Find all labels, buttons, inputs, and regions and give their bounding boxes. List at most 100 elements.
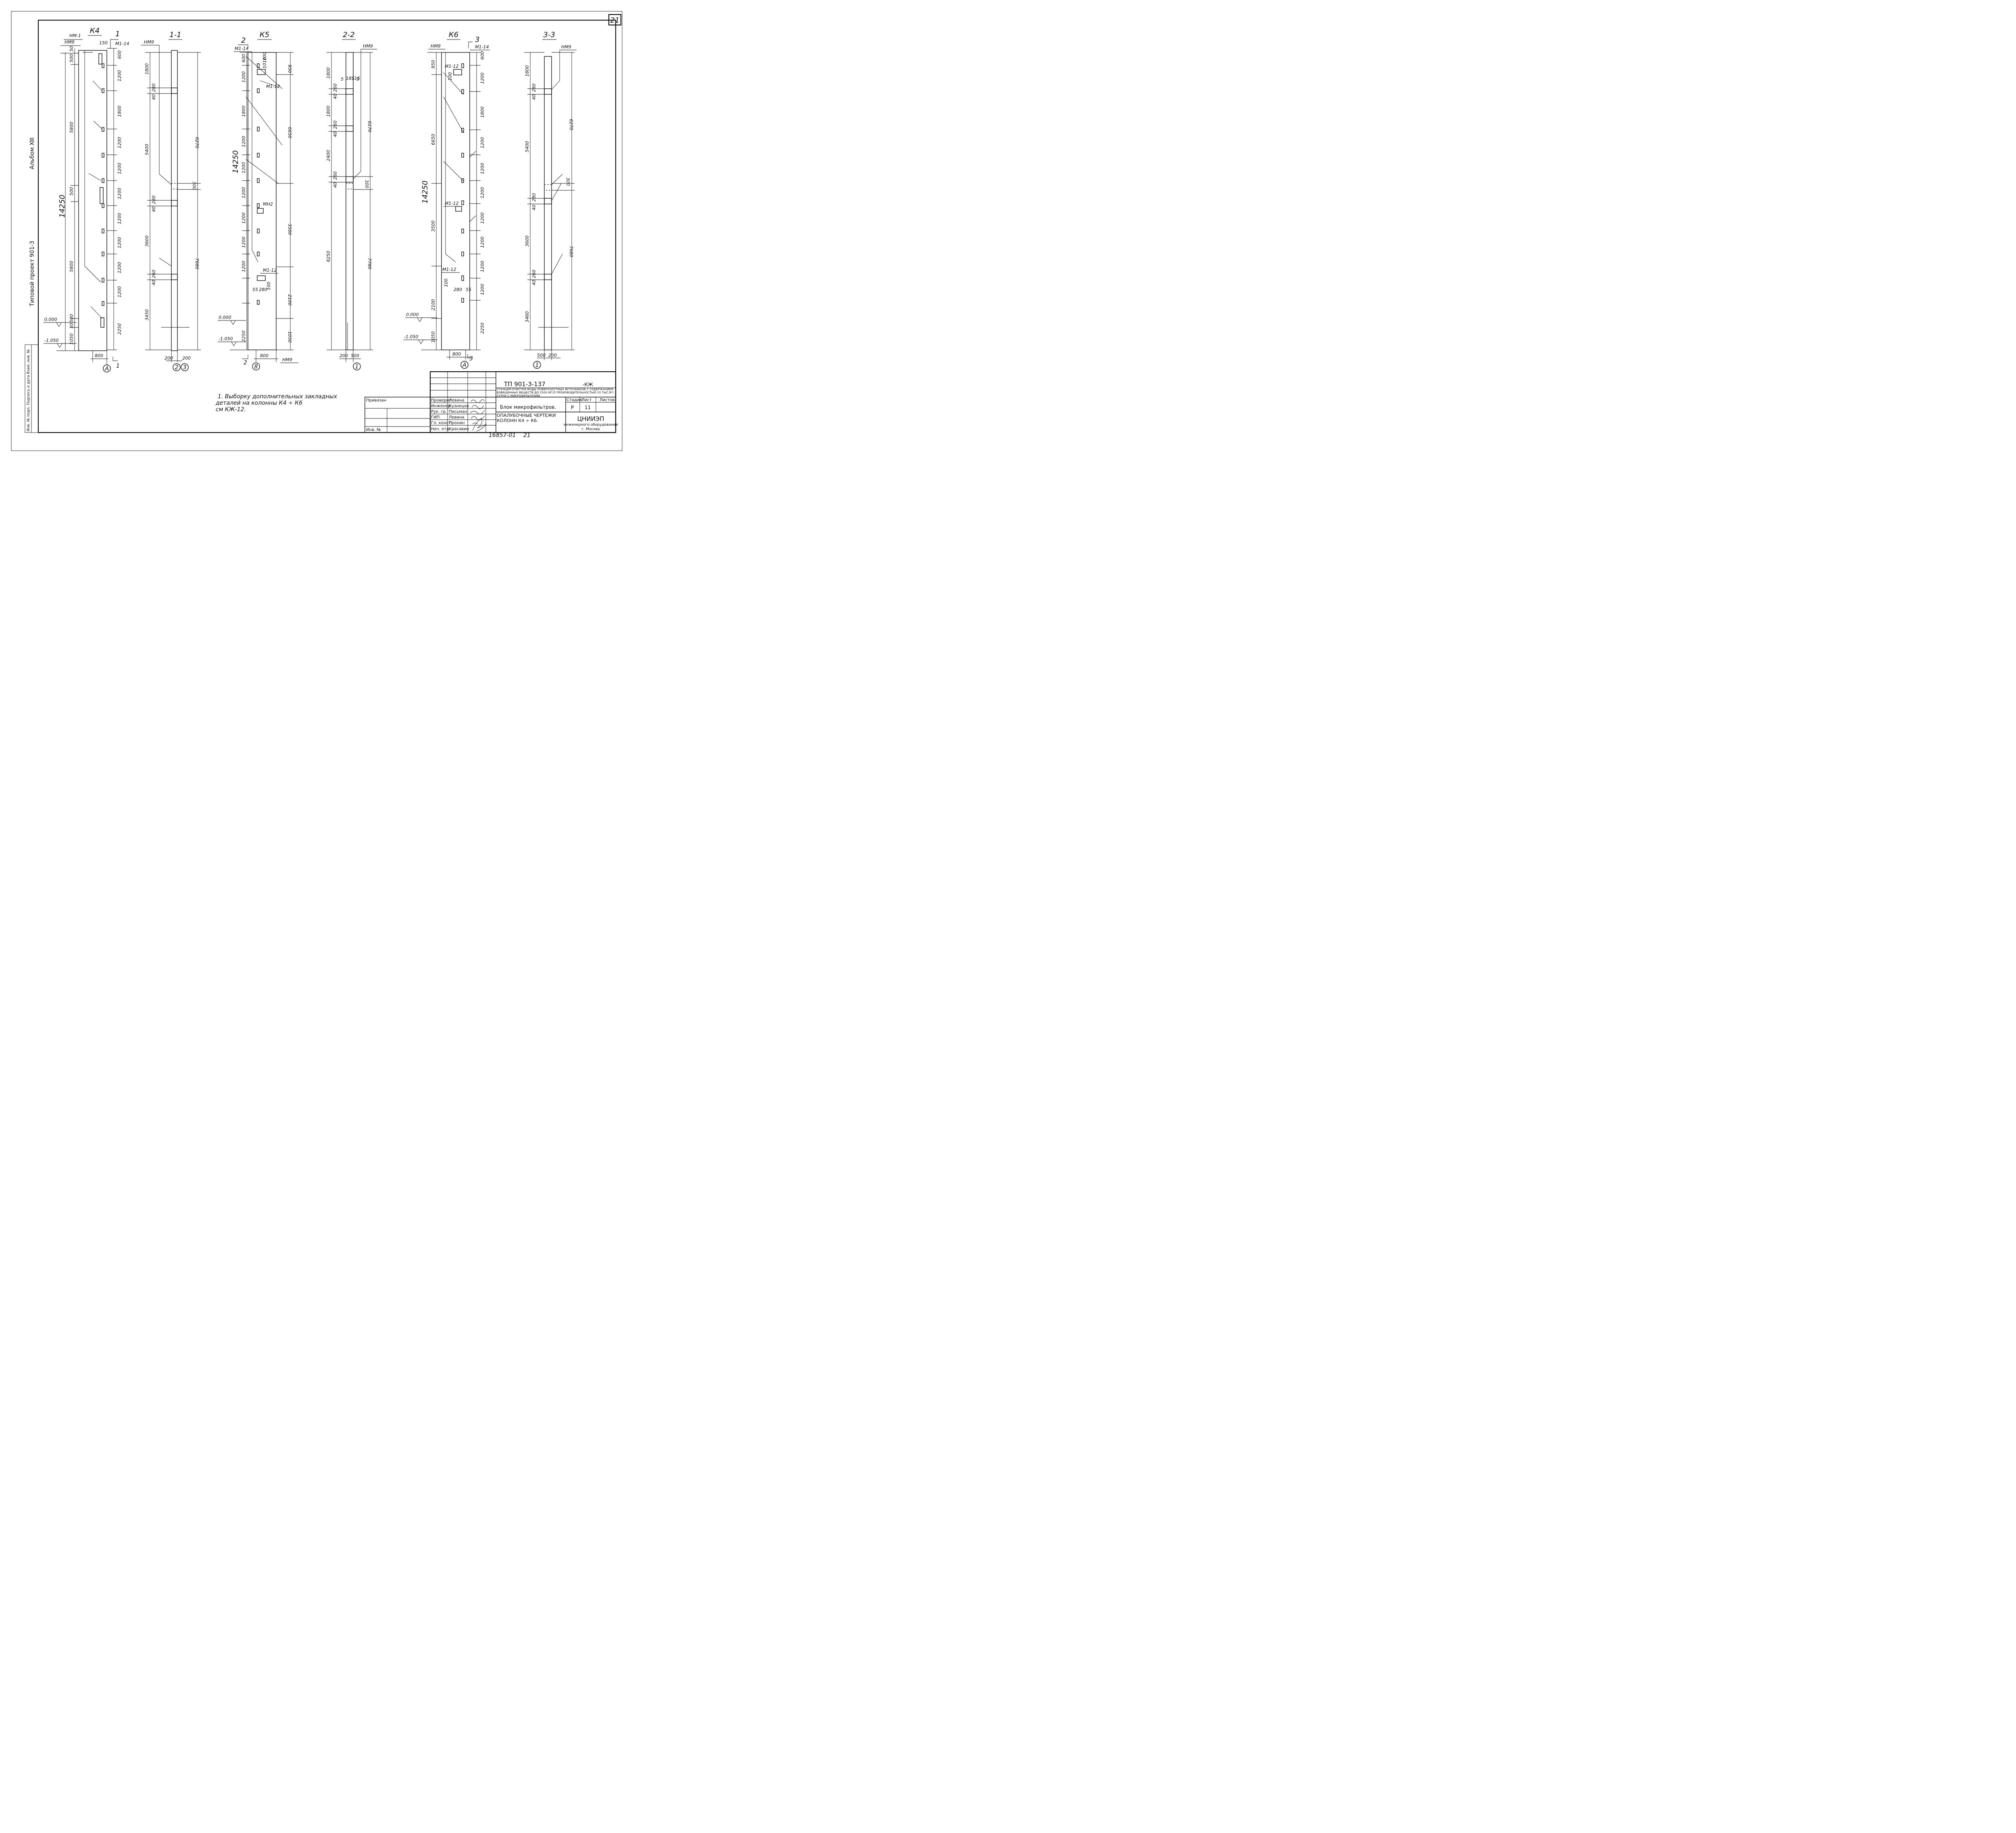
- svg-text:1200: 1200: [241, 162, 246, 173]
- svg-text:1200: 1200: [480, 237, 485, 248]
- doc-suffix: -КЖ: [583, 382, 593, 387]
- svg-text:0.000: 0.000: [406, 312, 419, 317]
- svg-text:5800: 5800: [69, 122, 74, 133]
- svg-text:40: 40: [333, 131, 338, 137]
- svg-text:100: 100: [266, 282, 271, 290]
- org-city: г. Москва: [582, 427, 600, 431]
- svg-text:Проверил: Проверил: [431, 398, 452, 403]
- inv-stamp-box: [25, 344, 39, 433]
- svg-text:Левина: Левина: [449, 398, 464, 403]
- svg-text:100: 100: [262, 52, 267, 60]
- svg-text:7680: 7680: [569, 246, 574, 257]
- k6-section-mark: 3: [475, 35, 479, 44]
- svg-text:3500: 3500: [431, 221, 436, 232]
- title-block: Привязан Инв. № Проверил Инженер Рук. гр…: [364, 371, 618, 433]
- svg-text:40: 40: [151, 280, 156, 285]
- svg-text:280: 280: [531, 193, 537, 202]
- s2-title: 2-2: [343, 31, 354, 39]
- svg-text:НМ9: НМ9: [282, 357, 292, 362]
- svg-text:-1.050: -1.050: [219, 336, 233, 341]
- svg-text:1800: 1800: [326, 67, 331, 79]
- svg-text:1200: 1200: [480, 73, 485, 84]
- svg-text:50: 50: [69, 323, 74, 329]
- svg-text:40: 40: [151, 206, 156, 212]
- doc-code: ТП 901-3-137: [504, 381, 546, 388]
- k4-axis-bubble: [103, 364, 111, 372]
- svg-text:1200: 1200: [241, 212, 246, 224]
- svg-text:3450: 3450: [144, 309, 150, 320]
- svg-text:2400: 2400: [326, 150, 331, 161]
- svg-text:1200: 1200: [241, 136, 246, 147]
- svg-text:7680: 7680: [194, 258, 200, 269]
- note-line-3: см КЖ-12.: [216, 406, 246, 413]
- svg-text:280: 280: [151, 196, 156, 204]
- svg-text:5: 5: [341, 77, 344, 82]
- outer-frame: [11, 11, 623, 451]
- block-title: Блок микрофильтров.: [500, 404, 556, 410]
- station-title: Станция очистки воды поверхностных источ…: [497, 388, 614, 397]
- k4-level-0: 0.000: [44, 317, 57, 322]
- svg-text:2: 2: [175, 364, 179, 371]
- svg-text:280: 280: [259, 287, 267, 292]
- k5-body: [248, 52, 277, 350]
- svg-text:1800: 1800: [480, 106, 485, 118]
- svg-text:1800: 1800: [525, 65, 530, 77]
- svg-text:100: 100: [448, 72, 453, 81]
- drawing-title: Опалубочные чертежи колонн К4 ÷ К6.: [497, 413, 556, 423]
- svg-text:40: 40: [333, 182, 338, 188]
- k4-section-ref: 1: [116, 363, 120, 369]
- svg-text:НМ9: НМ9: [144, 40, 154, 45]
- svg-text:14250: 14250: [421, 181, 429, 204]
- svg-text:1200: 1200: [480, 137, 485, 148]
- svg-text:260: 260: [333, 171, 338, 180]
- svg-text:2: 2: [244, 360, 247, 366]
- section-1-1: 1-1 НМ9 1800 280 40 5400 280 40 3600 260…: [141, 31, 201, 371]
- svg-text:185: 185: [346, 76, 354, 81]
- org-sub: инженерного оборудования: [564, 423, 618, 427]
- station-fo: Станция очистки воды поверхностных источ…: [497, 388, 614, 397]
- signatures: [470, 399, 487, 432]
- svg-text:1800: 1800: [241, 106, 246, 117]
- sheet-value: 11: [585, 405, 591, 410]
- inv-no-label: Инв. №: [366, 428, 381, 432]
- svg-text:6170: 6170: [367, 121, 372, 132]
- svg-text:1200: 1200: [480, 187, 485, 198]
- svg-text:200: 200: [182, 356, 191, 361]
- svg-text:1200: 1200: [117, 237, 122, 248]
- svg-text:1200: 1200: [480, 212, 485, 224]
- s3-body: [544, 56, 552, 350]
- svg-text:1200: 1200: [241, 237, 246, 248]
- svg-text:1200: 1200: [117, 163, 122, 174]
- svg-text:500: 500: [537, 353, 546, 358]
- svg-text:2100: 2100: [431, 299, 436, 310]
- general-note: 1. Выборку дополнительных закладных дета…: [215, 393, 337, 413]
- svg-text:1050: 1050: [69, 333, 74, 345]
- svg-text:200: 200: [165, 356, 173, 361]
- svg-text:300: 300: [364, 180, 369, 188]
- drawing-sheet: 21 Типовой проект 901-3 Альбом ⅫⅠ Инв. №…: [11, 11, 623, 451]
- note-line-1: 1. Выборку дополнительных закладных: [218, 393, 337, 400]
- svg-text:ГИП: ГИП: [431, 415, 439, 420]
- svg-text:М1-14: М1-14: [235, 46, 248, 51]
- svg-text:40: 40: [531, 94, 537, 100]
- svg-text:5400: 5400: [525, 141, 530, 152]
- svg-text:260: 260: [333, 121, 338, 129]
- svg-text:260: 260: [151, 270, 156, 278]
- svg-text:Нач. отд.: Нач. отд.: [431, 427, 450, 431]
- org-name: ЦНИИЭП: [577, 415, 604, 422]
- svg-text:8250: 8250: [326, 251, 331, 262]
- column-k6: К6 3 НМ9 М1-14 М1-12 М1-12 М1-12 100 1: [403, 31, 490, 369]
- svg-text:7780: 7780: [367, 258, 372, 269]
- svg-text:М1-12: М1-12: [263, 268, 277, 273]
- svg-text:Левина: Левина: [449, 415, 464, 420]
- svg-text:40: 40: [531, 205, 537, 210]
- s3-title: 3-3: [543, 31, 555, 39]
- svg-text:1800: 1800: [117, 106, 122, 117]
- svg-text:14250: 14250: [231, 150, 240, 173]
- svg-text:115: 115: [352, 76, 360, 81]
- project-label: Типовой проект 901-3: [29, 241, 35, 307]
- svg-text:5400: 5400: [144, 144, 150, 155]
- k4-axis: А: [104, 366, 109, 372]
- svg-text:НМ9: НМ9: [561, 44, 571, 50]
- svg-text:1200: 1200: [117, 262, 122, 273]
